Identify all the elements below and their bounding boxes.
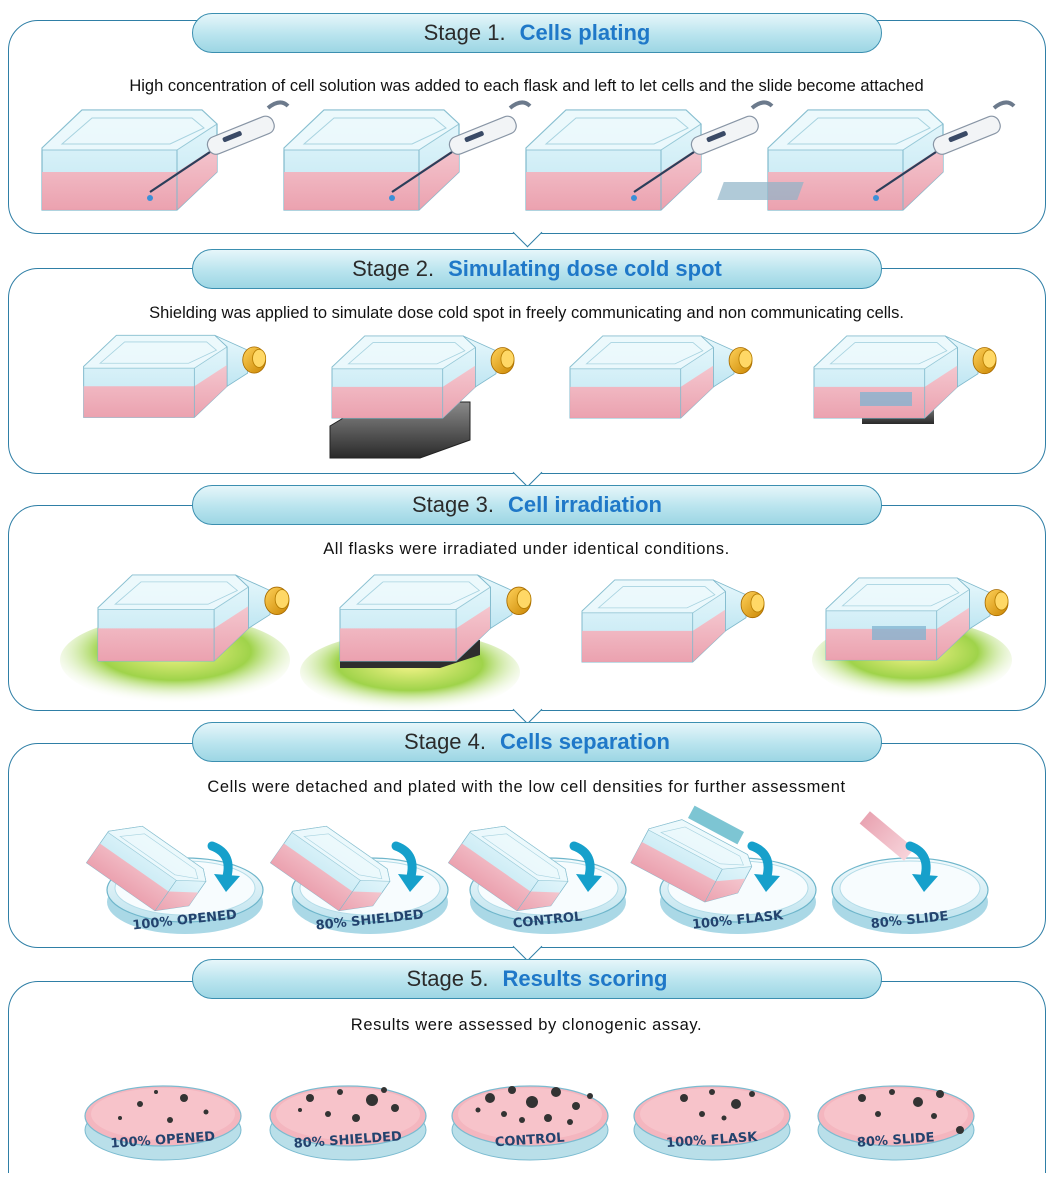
stage-2-flask-slide-shielded bbox=[814, 336, 996, 424]
stage-5-dish-4 bbox=[634, 1086, 790, 1160]
stage-5-dish-1 bbox=[85, 1086, 241, 1160]
stage-2-flask-opened bbox=[84, 335, 266, 417]
stage-3-flask-shielded-irradiated bbox=[300, 575, 531, 712]
stage-3-flask-control bbox=[582, 580, 764, 662]
stage-3-flask-slide-irradiated bbox=[812, 578, 1012, 700]
slide-icon bbox=[860, 811, 915, 861]
stage-5-dish-3 bbox=[452, 1086, 608, 1160]
stage-2-flask-control bbox=[570, 336, 752, 418]
stage-5-dish-5 bbox=[818, 1086, 974, 1160]
stage-3-flask-opened-irradiated bbox=[60, 575, 290, 704]
stage-1-flask-4-with-slide bbox=[717, 102, 1014, 210]
stage-1-flask-2 bbox=[284, 102, 530, 210]
stage-2-flask-shielded bbox=[330, 336, 514, 458]
stage-1-flask-1 bbox=[42, 102, 288, 210]
